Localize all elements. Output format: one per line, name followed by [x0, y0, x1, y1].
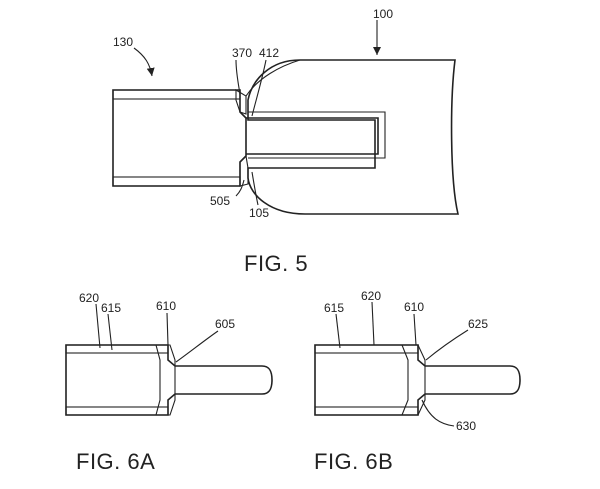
label-412: 412	[259, 46, 279, 60]
ring-370	[235, 89, 247, 115]
leader-620a	[95, 303, 101, 349]
label-630b: 630	[456, 419, 476, 433]
label-620a: 620	[79, 291, 99, 305]
leader-625b	[425, 329, 469, 361]
leader-620b	[371, 301, 375, 346]
leader-370	[235, 59, 241, 95]
fig6a-coating-top	[65, 344, 169, 354]
label-625b: 625	[468, 317, 488, 331]
body-100	[247, 59, 460, 215]
fig6b-coating-bottom	[314, 406, 419, 416]
leader-105	[251, 171, 259, 206]
label-505: 505	[210, 194, 230, 208]
fig6a-body	[65, 344, 273, 416]
coating-bottom	[112, 176, 241, 187]
label-615a: 615	[101, 301, 121, 315]
label-615b: 615	[324, 301, 344, 315]
label-130: 130	[113, 35, 133, 49]
leader-412	[251, 59, 267, 117]
fig6b-coating-top	[314, 344, 419, 354]
label-610b: 610	[404, 300, 424, 314]
fig6a-coating-bottom	[65, 406, 169, 416]
socket-cavity	[248, 111, 386, 159]
tube-130	[112, 89, 247, 187]
label-620b: 620	[361, 289, 381, 303]
fig6a-drawing: 620 615 610 605 FIG. 6A	[65, 291, 273, 474]
ring-505	[239, 154, 249, 187]
tube-tongue	[246, 117, 379, 155]
fig6b-ring-610	[401, 344, 426, 416]
fig5-drawing: 130 100 370 412 505 105 FIG. 5	[112, 7, 460, 276]
caption-fig6b: FIG. 6B	[314, 449, 393, 474]
label-100: 100	[373, 7, 393, 21]
leader-505	[235, 179, 245, 197]
leader-605a	[175, 330, 219, 363]
fig6b-body	[314, 344, 521, 416]
caption-fig6a: FIG. 6A	[76, 449, 155, 474]
fig6b-drawing: 615 620 610 625 630 FIG. 6B	[314, 289, 521, 474]
label-370: 370	[232, 46, 252, 60]
label-605a: 605	[215, 317, 235, 331]
fig6a-ring-610	[155, 344, 176, 416]
leader-130	[133, 47, 155, 77]
leader-630b	[421, 399, 455, 427]
joint-curve	[245, 59, 301, 97]
caption-fig5: FIG. 5	[244, 251, 308, 276]
leader-610a	[166, 312, 169, 346]
leader-615b	[335, 313, 341, 349]
leader-610b	[413, 313, 417, 346]
label-105: 105	[249, 206, 269, 220]
label-610a: 610	[156, 299, 176, 313]
coating-top	[112, 89, 241, 100]
leader-615a	[107, 313, 113, 351]
